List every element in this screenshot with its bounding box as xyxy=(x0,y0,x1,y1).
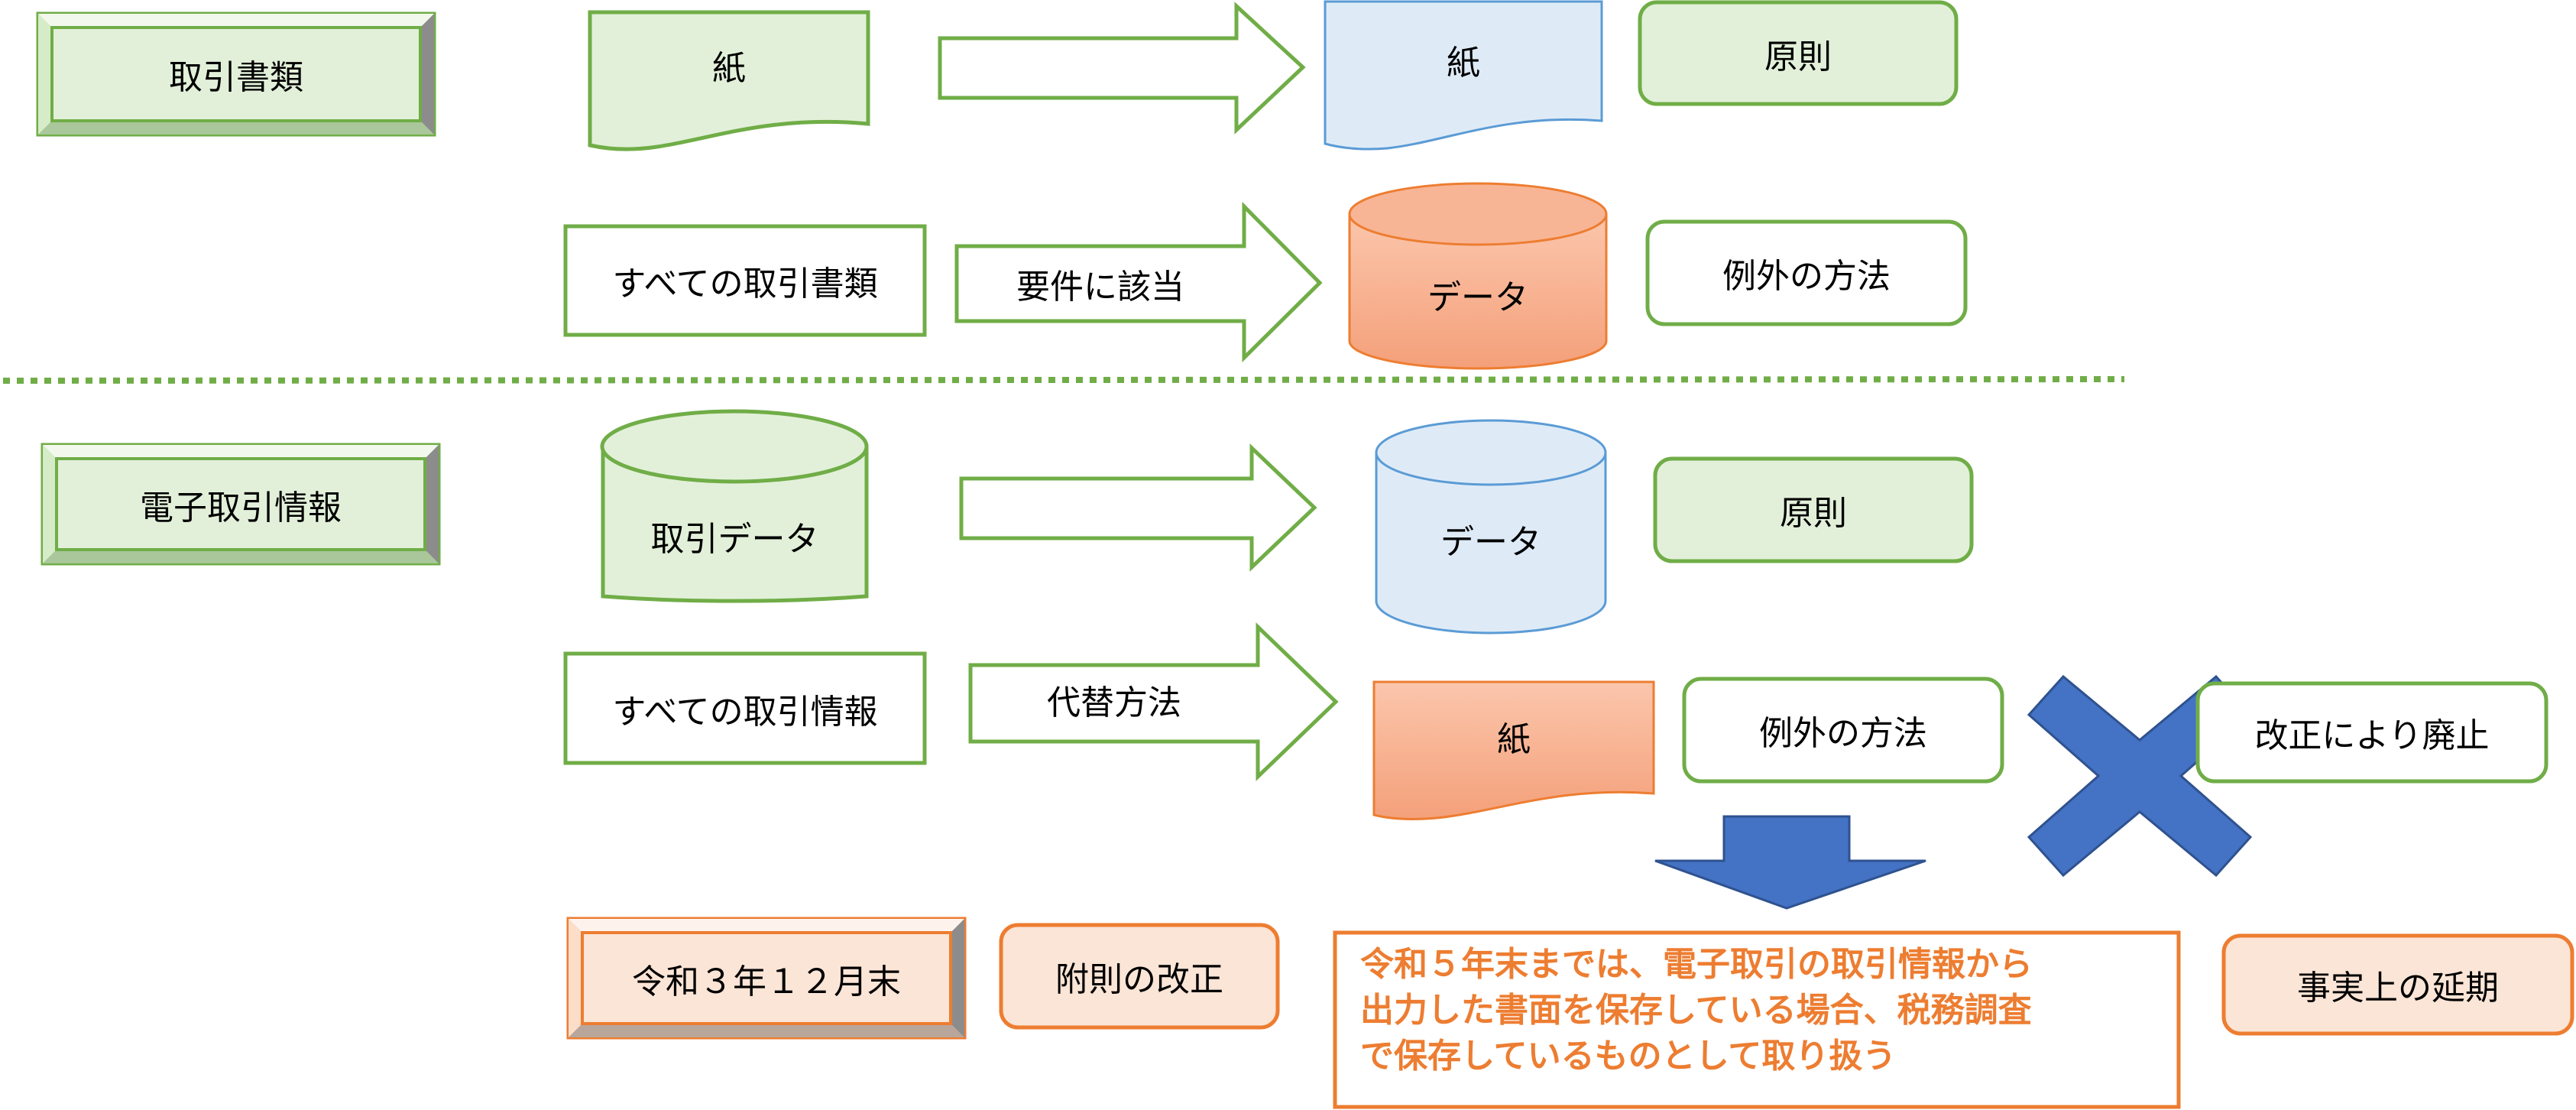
principle-label-bottom: 原則 xyxy=(1780,494,1847,533)
abolished-box xyxy=(2195,681,2548,784)
all-info-box xyxy=(563,651,927,765)
down-arrow-icon xyxy=(1654,815,1926,910)
exception-box-top xyxy=(1645,219,1968,326)
data-dest-cylinder xyxy=(1375,419,1607,635)
supplementary-box xyxy=(999,923,1280,1030)
data-dest-label: データ xyxy=(1440,523,1541,562)
paper-output-label: 紙 xyxy=(1497,720,1531,759)
paper-source-shape xyxy=(588,10,870,151)
category-label-electronic: 電子取引情報 xyxy=(140,488,342,527)
data-source-cylinder xyxy=(600,409,869,603)
note-line-2: 出力した書面を保存している場合、税務調査 xyxy=(1360,991,2032,1030)
date-box xyxy=(566,917,967,1040)
category-box-electronic xyxy=(41,443,441,566)
principle-box-bottom xyxy=(1653,456,1974,563)
note-box xyxy=(1333,930,2181,1109)
data-orange-label: データ xyxy=(1427,278,1528,317)
category-label-documents: 取引書類 xyxy=(169,58,303,97)
section-divider xyxy=(2,376,2125,384)
paper-output-shape xyxy=(1372,680,1655,820)
principle-box-top xyxy=(1638,0,1959,106)
paper-dest-label: 紙 xyxy=(1447,43,1480,83)
note-line-1: 令和５年末までは、電子取引の取引情報から xyxy=(1360,945,2033,984)
principle-label-top: 原則 xyxy=(1764,37,1832,76)
requirement-arrow-label: 要件に該当 xyxy=(1016,268,1184,307)
arrow-paper-to-paper xyxy=(938,2,1306,135)
all-documents-label: すべての取引書類 xyxy=(612,265,878,303)
note-line-3: で保存しているものとして取り扱う xyxy=(1360,1037,1897,1076)
supplementary-label: 附則の改正 xyxy=(1055,960,1223,999)
arrow-data-to-data xyxy=(959,443,1317,572)
arrow-requirement xyxy=(954,201,1323,362)
exception-box-bottom xyxy=(1682,677,2004,784)
all-documents-box xyxy=(563,224,927,337)
deferral-label: 事実上の延期 xyxy=(2297,969,2499,1008)
data-source-label: 取引データ xyxy=(650,520,819,559)
abolished-label: 改正により廃止 xyxy=(2254,716,2490,755)
cross-icon xyxy=(2027,674,2253,878)
date-label: 令和３年１２月末 xyxy=(632,962,901,1001)
data-cylinder-orange xyxy=(1348,182,1608,370)
alternative-arrow-label: 代替方法 xyxy=(1047,683,1181,722)
exception-label-bottom: 例外の方法 xyxy=(1759,714,1927,753)
deferral-box xyxy=(2221,933,2574,1036)
all-info-label: すべての取引情報 xyxy=(612,692,878,732)
arrow-alternative xyxy=(968,622,1339,781)
paper-dest-shape xyxy=(1324,0,1603,151)
category-box-documents xyxy=(36,11,436,137)
paper-source-label: 紙 xyxy=(712,49,746,88)
exception-label-top: 例外の方法 xyxy=(1722,257,1891,296)
